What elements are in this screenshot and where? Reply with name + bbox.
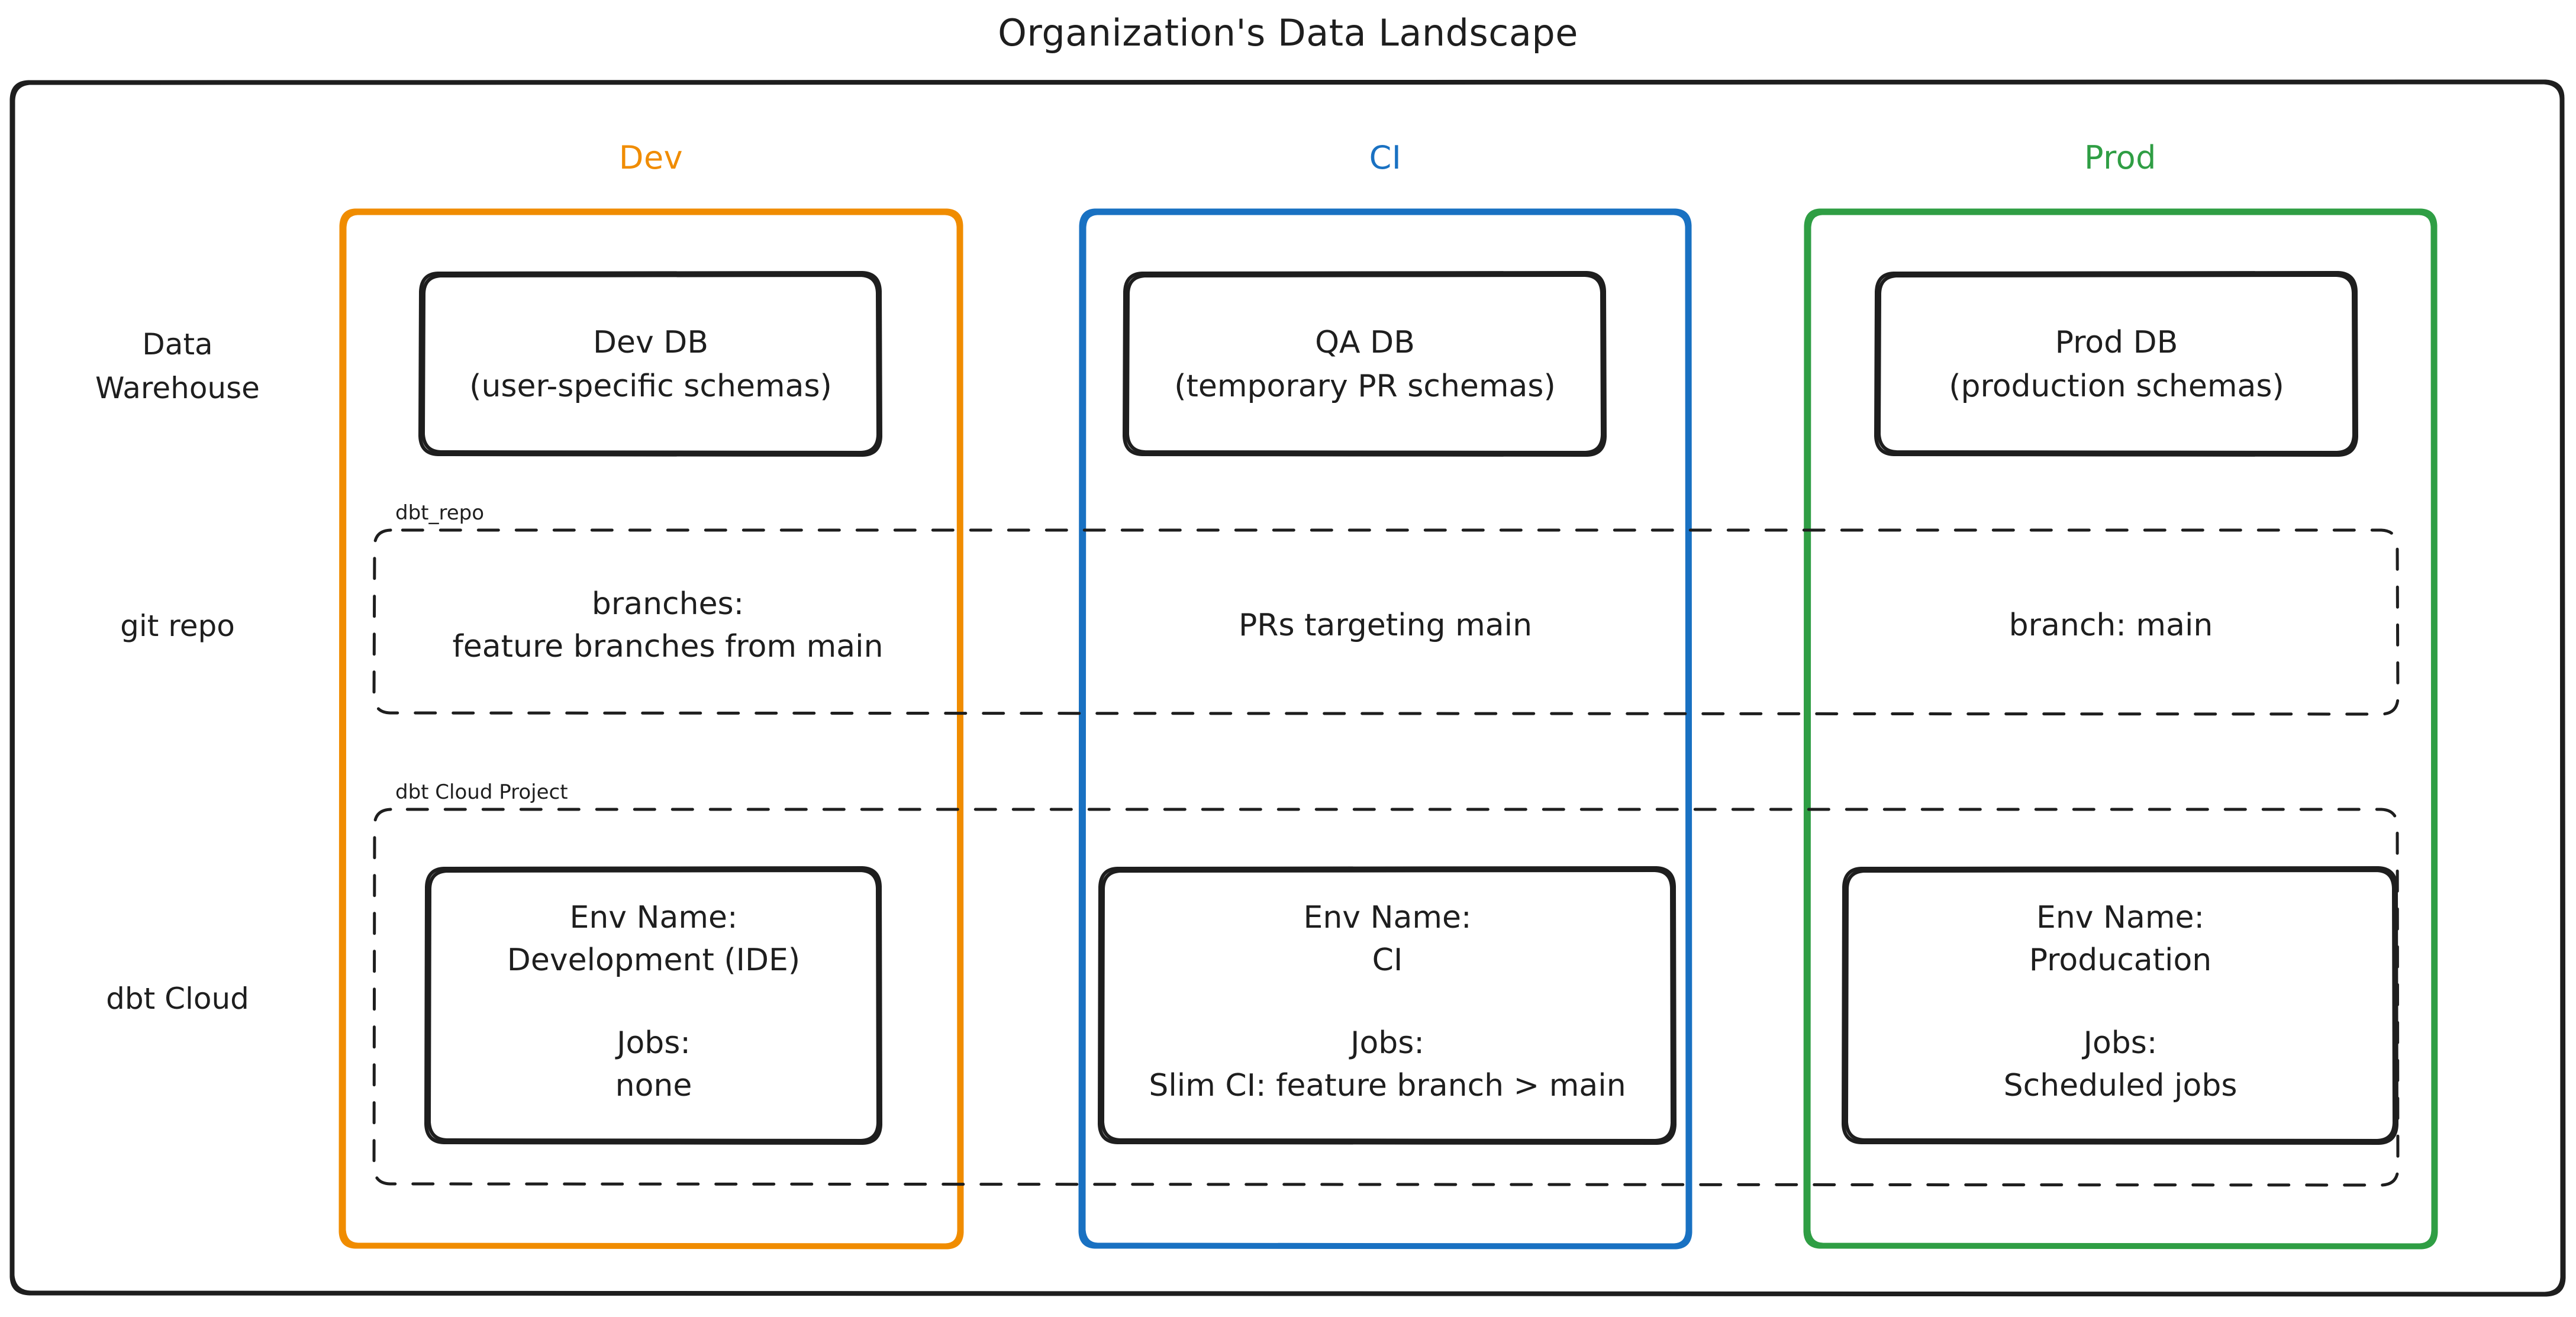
qa-db-subtitle: (temporary PR schemas): [1174, 369, 1556, 404]
group-label-dbt-repo: dbt_repo: [395, 501, 485, 525]
dev-jobs-value: none: [615, 1068, 692, 1103]
page-title: Organization's Data Landscape: [998, 11, 1578, 54]
dev-env-name-value: Development (IDE): [507, 942, 801, 978]
dbt-cloud-band: [372, 808, 2400, 1187]
prod-db-subtitle: (production schemas): [1949, 369, 2284, 404]
row-label-warehouse-line1: Data: [142, 327, 213, 361]
box-qa-db: [1123, 271, 1607, 457]
column-header-dev: Dev: [618, 139, 684, 176]
group-label-dbt-cloud-project: dbt Cloud Project: [395, 780, 568, 804]
row-label-warehouse-line2: Warehouse: [95, 371, 260, 405]
box-prod-db: [1874, 271, 2358, 457]
ci-jobs-value: Slim CI: feature branch > main: [1149, 1068, 1626, 1103]
prod-db-title: Prod DB: [2055, 325, 2178, 360]
dev-db-subtitle: (user-specific schemas): [469, 369, 832, 404]
qa-db-title: QA DB: [1315, 325, 1415, 360]
dev-db-title: Dev DB: [592, 325, 709, 360]
ci-env-name-label: Env Name:: [1303, 900, 1472, 935]
column-header-prod: Prod: [2084, 139, 2156, 176]
prod-env-name-value: Producation: [2029, 942, 2212, 978]
ci-jobs-label: Jobs:: [1350, 1025, 1424, 1061]
git-dev-line1: branches:: [591, 586, 744, 622]
git-ci-line1: PRs targeting main: [1238, 608, 1533, 643]
git-prod-line1: branch: main: [2008, 608, 2213, 643]
outer-frame: [9, 79, 2566, 1297]
ci-env-name-value: CI: [1372, 942, 1403, 978]
box-dev-db: [418, 271, 882, 457]
row-label-git-repo: git repo: [120, 609, 235, 643]
dev-env-name-label: Env Name:: [569, 900, 738, 935]
column-header-ci: CI: [1369, 139, 1402, 176]
dev-jobs-label: Jobs:: [617, 1025, 691, 1061]
git-dev-line2: feature branches from main: [452, 629, 884, 664]
prod-jobs-label: Jobs:: [2083, 1025, 2158, 1061]
prod-env-name-label: Env Name:: [2036, 900, 2205, 935]
row-label-dbt-cloud: dbt Cloud: [106, 982, 249, 1016]
prod-jobs-value: Scheduled jobs: [2003, 1068, 2238, 1103]
